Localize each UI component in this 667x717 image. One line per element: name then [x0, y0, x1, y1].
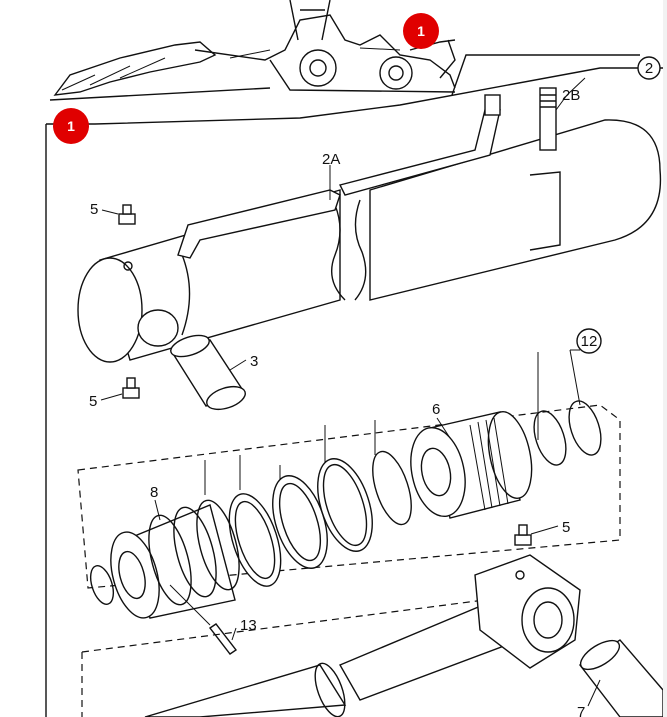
pipe-2b [539, 87, 557, 151]
gland-8 [110, 499, 240, 619]
callout-6[interactable]: 6 [432, 401, 440, 418]
grease-nipple-top [118, 204, 136, 225]
callout-2b[interactable]: 2B [562, 87, 580, 104]
callout-5-bottom[interactable]: 5 [562, 519, 570, 536]
callout-3[interactable]: 3 [250, 353, 258, 370]
hotspot-section[interactable]: 1 [53, 108, 89, 144]
machine-baseline [49, 87, 271, 101]
svg-text:2: 2 [645, 60, 653, 77]
callout-8[interactable]: 8 [150, 484, 158, 501]
callout-13[interactable]: 13 [240, 617, 257, 634]
machine-leader-line [451, 54, 640, 96]
bush-3 [170, 334, 246, 411]
callout-12[interactable]: 12 [576, 328, 602, 354]
grease-nipple-bottom [514, 524, 532, 546]
callout-2[interactable]: 2 [637, 56, 661, 80]
callout-2a[interactable]: 2A [322, 151, 340, 168]
svg-text:1: 1 [67, 118, 75, 134]
pin-13 [208, 623, 238, 655]
hotspot-machine[interactable]: 1 [403, 13, 439, 49]
hotspot-section-dot [53, 108, 89, 144]
backhoe-machine-illustration [53, 0, 456, 96]
svg-text:1: 1 [417, 23, 425, 39]
cylinder-barrel [77, 119, 662, 363]
callout-5-top[interactable]: 5 [90, 201, 98, 218]
scrollbar[interactable] [663, 0, 667, 717]
piston-6 [410, 411, 533, 519]
svg-text:12: 12 [581, 333, 598, 350]
piston-rod [81, 554, 581, 717]
bush-7 [578, 639, 663, 717]
hotspot-machine-dot [403, 13, 439, 49]
pipe-2a [177, 94, 501, 259]
callout-5-middle[interactable]: 5 [89, 393, 97, 410]
callout-7[interactable]: 7 [577, 704, 585, 717]
grease-nipple-middle [122, 377, 140, 399]
seal-rings [89, 400, 602, 605]
